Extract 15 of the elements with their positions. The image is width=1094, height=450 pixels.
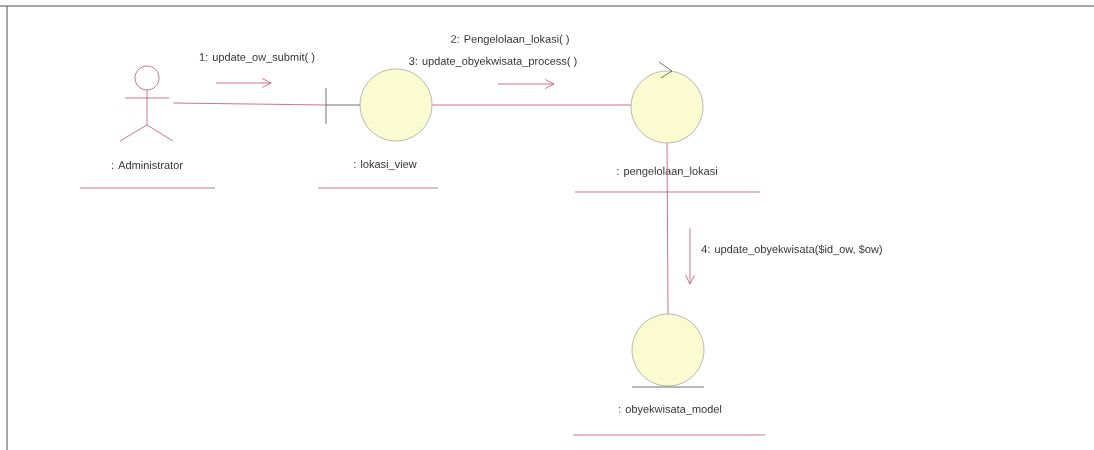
object-name: : Administrator <box>112 160 183 170</box>
message-label: 1: update_ow_submit( ) <box>199 52 315 64</box>
message-label: 4: update_obyekwisata($id_ow, $ow) <box>701 244 882 256</box>
control-drawing <box>630 61 704 144</box>
entity-drawing <box>631 313 705 388</box>
message-label: 2: Pengelolaan_lokasi( ) <box>451 34 569 46</box>
actor-drawing <box>119 65 174 142</box>
object-name: : lokasi_view <box>354 159 417 171</box>
link-line <box>172 102 327 106</box>
object-name: : pengelolaan_lokasi <box>617 166 717 178</box>
boundary-drawing <box>325 68 433 142</box>
link-line <box>431 104 632 106</box>
message-label: 3: update_obyekwisata_process( ) <box>409 56 577 68</box>
link-line <box>666 142 669 315</box>
object-name: : obyekwisata_model <box>619 404 722 416</box>
